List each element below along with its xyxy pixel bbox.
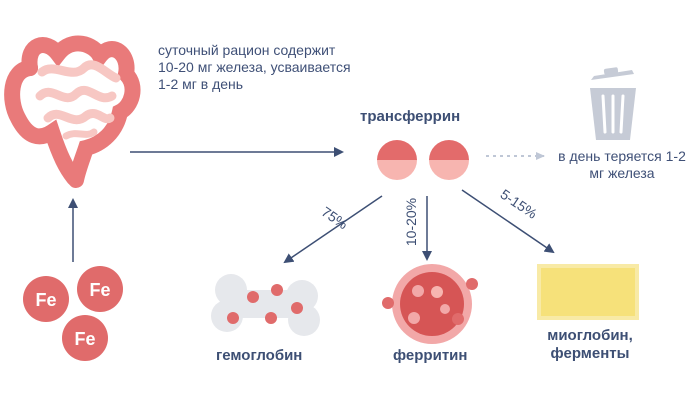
pct-ferritin: 10-20%: [403, 198, 419, 246]
fe-symbol: Fe: [74, 329, 95, 349]
myoglobin-label: миоглобин, ферменты: [547, 327, 633, 362]
hemoglobin-icon: [211, 274, 320, 336]
daily-intake-text: суточный рацион содержит 10-20 мг железа…: [158, 42, 351, 92]
daily-loss-text: в день теряется 1-2 мг железа: [558, 148, 686, 181]
myoglobin-icon: [537, 264, 639, 320]
hemoglobin-arrow: [283, 195, 383, 264]
hemoglobin-label: гемоглобин: [216, 347, 303, 364]
fe-ion-2: Fe: [77, 266, 123, 312]
fe-symbol: Fe: [35, 290, 56, 310]
transferrin-label: трансферрин: [360, 108, 461, 125]
fe-ion-3: Fe: [62, 315, 108, 361]
enzymes-arrow: [461, 189, 555, 254]
ferritin-label: ферритин: [393, 347, 468, 364]
transferrin-icon: [377, 140, 469, 180]
pct-enzymes: 5-15%: [498, 186, 540, 222]
trash-bin-icon: [590, 67, 636, 140]
fe-ion-1: Fe: [23, 276, 69, 322]
ferritin-icon: [382, 264, 478, 344]
fe-symbol: Fe: [89, 280, 110, 300]
intestine-icon: [4, 35, 141, 188]
